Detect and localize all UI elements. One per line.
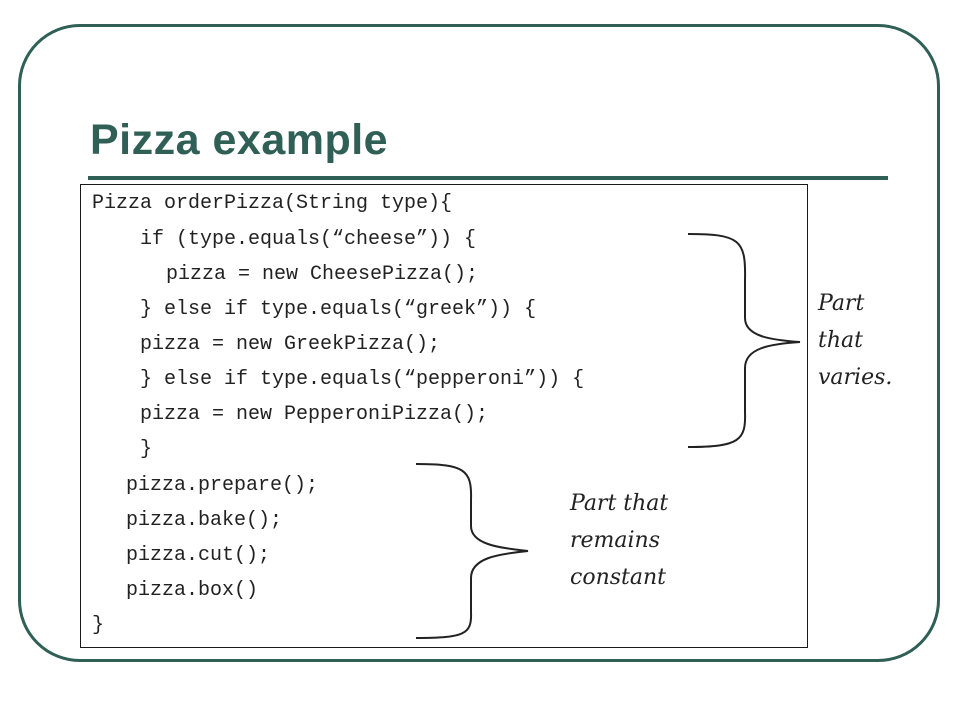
code-line: pizza = new PepperoniPizza(); — [140, 403, 489, 426]
annotation-varies: Part that varies. — [818, 285, 892, 396]
annotation-varies-line: Part — [818, 291, 865, 316]
code-line: } — [140, 438, 153, 461]
code-line: pizza.bake(); — [126, 509, 283, 532]
code-line: pizza.prepare(); — [126, 474, 319, 497]
code-box — [80, 184, 808, 648]
annotation-varies-line: that — [818, 328, 863, 353]
code-line: if (type.equals(“cheese”)) { — [140, 228, 477, 251]
title-underline — [88, 176, 888, 180]
annotation-constant-line: constant — [570, 565, 666, 590]
code-line: } else if type.equals(“pepperoni”)) { — [140, 368, 585, 391]
code-line: pizza = new GreekPizza(); — [140, 333, 441, 356]
annotation-constant-line: remains — [570, 528, 661, 553]
code-line: pizza.cut(); — [126, 544, 271, 567]
annotation-constant: Part that remains constant — [570, 485, 668, 596]
slide-title: Pizza example — [90, 116, 389, 164]
annotation-constant-line: Part that — [570, 491, 669, 516]
code-line: Pizza orderPizza(String type){ — [92, 192, 453, 215]
brace-varies — [687, 233, 801, 448]
brace-constant — [415, 463, 529, 639]
code-line: } — [92, 614, 105, 637]
annotation-varies-line: varies. — [818, 365, 893, 390]
code-line: pizza.box() — [126, 579, 259, 602]
code-line: pizza = new CheesePizza(); — [166, 263, 479, 286]
code-line: } else if type.equals(“greek”)) { — [140, 298, 537, 321]
